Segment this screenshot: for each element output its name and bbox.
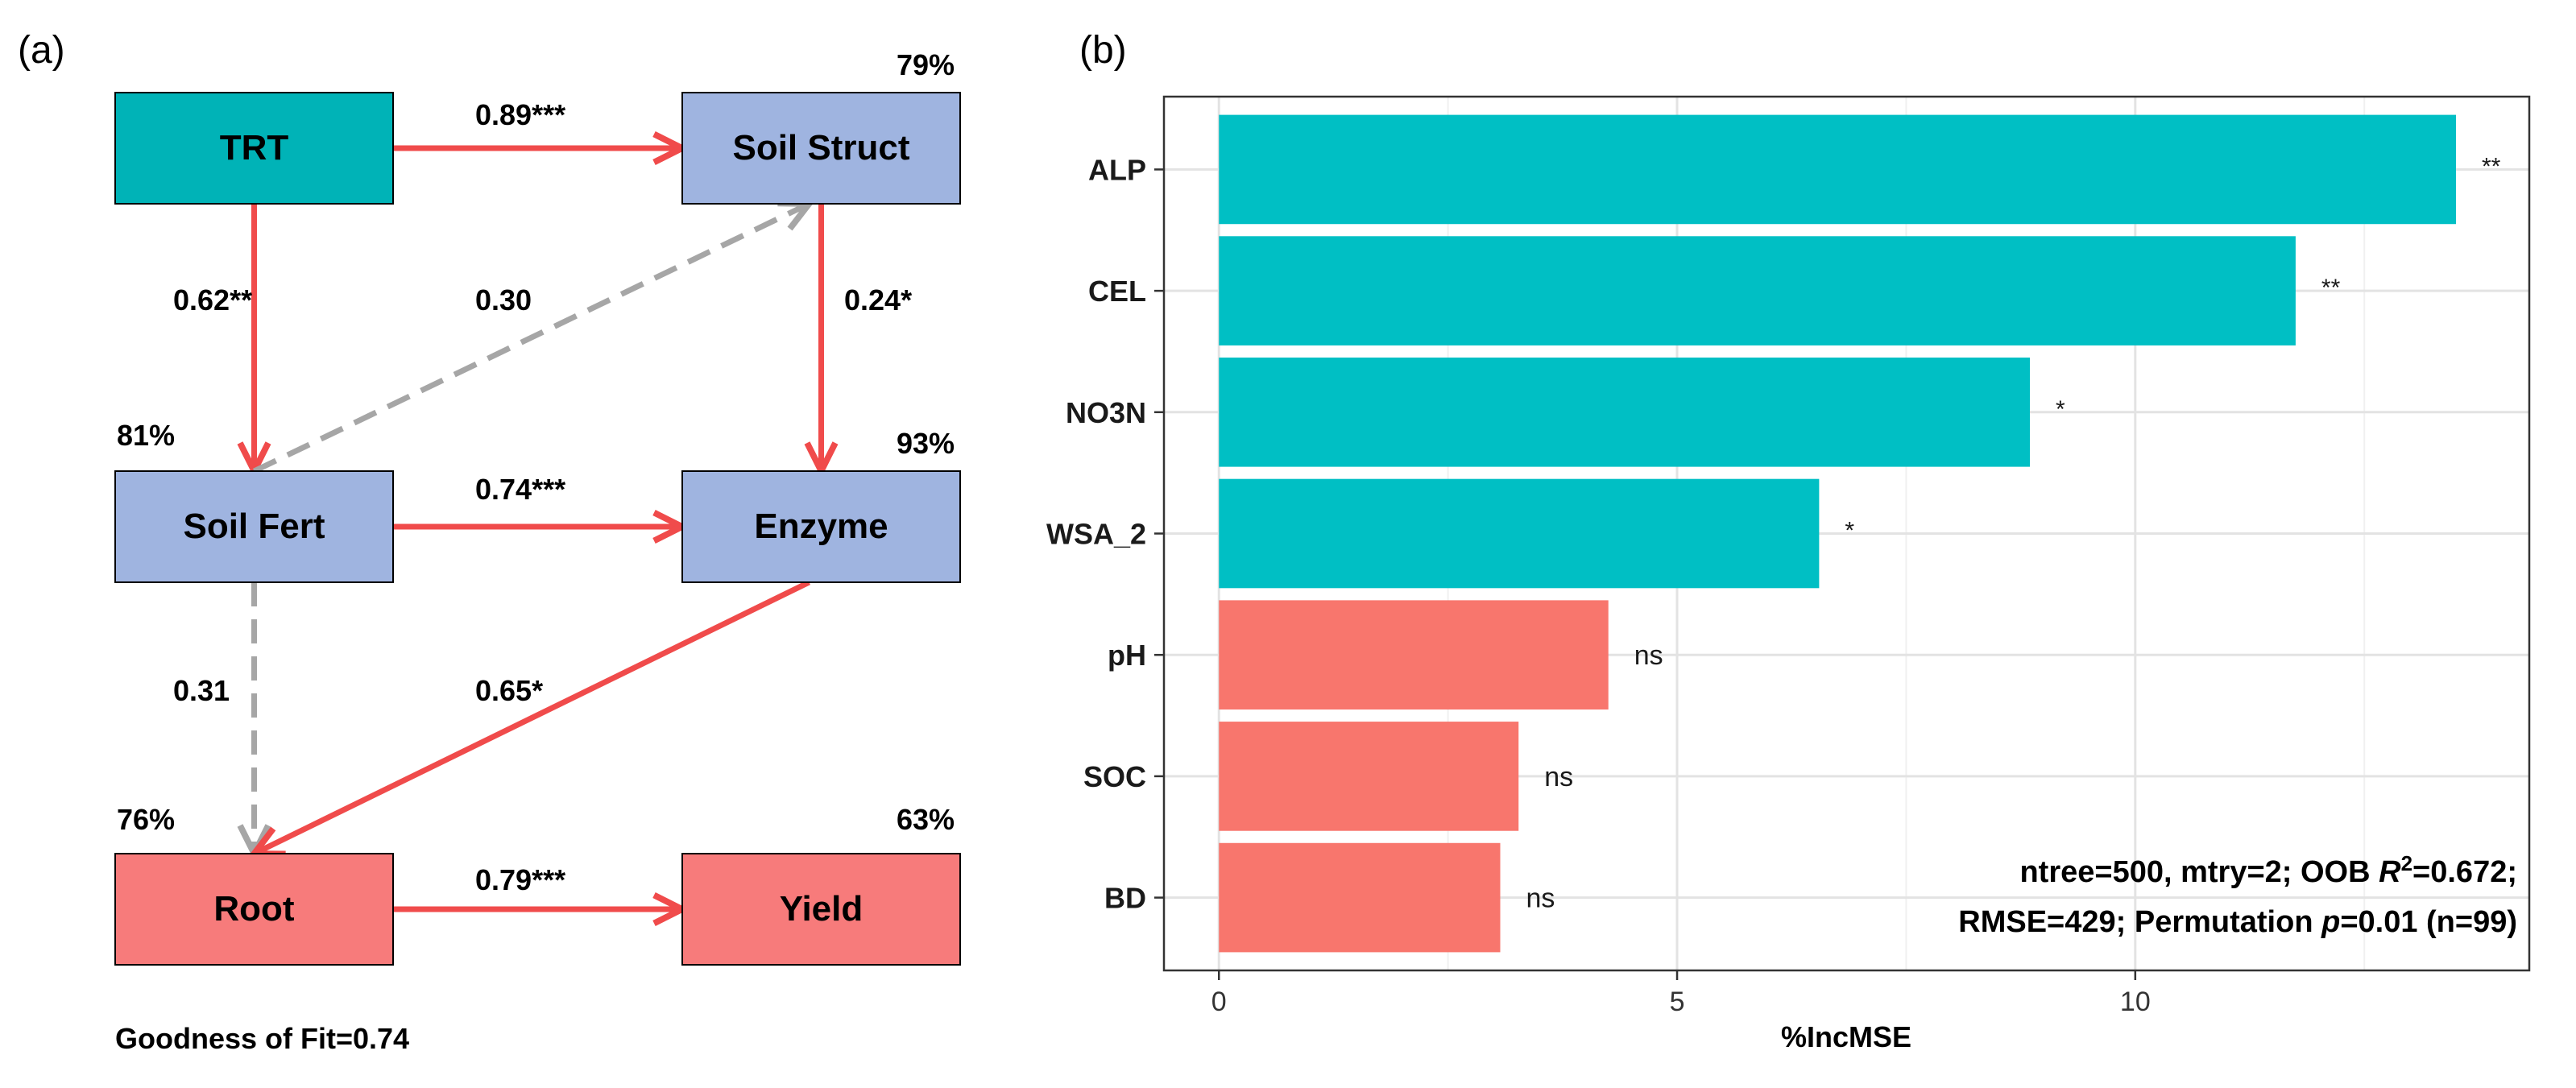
node-trt: TRT [114, 92, 394, 205]
bar-alp [1219, 114, 2456, 225]
significance-bd: ns [1526, 883, 1555, 914]
significance-ph: ns [1634, 640, 1663, 671]
path-diagram: (a) TRT Soil Struct 79% Soil Fert 81% En… [18, 29, 961, 1055]
node-label: Root [213, 889, 295, 929]
model-annotation: ntree=500, mtry=2; OOB R2=0.672; RMSE=42… [1958, 851, 2517, 939]
panel-a-label: (a) [18, 29, 65, 72]
x-tick-label: 0 [1211, 987, 1227, 1017]
bar-soc [1219, 722, 1519, 831]
panel-b-label: (b) [1079, 29, 1127, 72]
bars [1219, 114, 2456, 953]
annotation-line-1: ntree=500, mtry=2; OOB R2=0.672; [2019, 851, 2517, 889]
goodness-of-fit: Goodness of Fit=0.74 [115, 1022, 409, 1055]
node-label: Soil Fert [183, 507, 325, 546]
coef-trt-soil-struct: 0.89*** [475, 98, 565, 131]
node-soil-struct: Soil Struct 79% [681, 48, 961, 205]
y-tick-label: BD [1104, 882, 1146, 915]
coef-trt-soil-fert: 0.62** [173, 283, 252, 316]
significance-alp: ** [2482, 153, 2501, 180]
significance-wsa_2: * [1845, 518, 1854, 544]
y-tick-label: CEL [1088, 275, 1146, 308]
y-tick-label: WSA_2 [1046, 518, 1146, 551]
bar-cel [1219, 236, 2296, 345]
path-arrows [255, 148, 822, 909]
node-r2: 76% [117, 803, 175, 836]
plot-frame [1162, 95, 2531, 972]
node-root: Root 76% [114, 803, 394, 966]
x-axis-label: %IncMSE [1781, 1020, 1911, 1053]
coef-struct-enzyme: 0.24* [844, 283, 912, 316]
coef-fert-root: 0.31 [173, 674, 230, 707]
significance-cel: ** [2321, 275, 2341, 301]
coef-enzyme-root: 0.65* [475, 674, 543, 707]
node-r2: 79% [897, 48, 955, 81]
node-soil-fert: Soil Fert 81% [114, 419, 394, 583]
coef-root-yield: 0.79*** [475, 863, 565, 896]
node-r2: 93% [897, 427, 955, 460]
coef-fert-enzyme: 0.74*** [475, 473, 565, 506]
x-axis-ticks: 0 5 10 [1211, 970, 2151, 1017]
node-yield: Yield 63% [681, 803, 961, 966]
node-label: Yield [780, 889, 863, 929]
path-coefficients: 0.89*** 0.62** 0.30 0.24* 0.74*** 0.31 0… [173, 98, 912, 896]
node-label: Soil Struct [732, 128, 909, 168]
node-r2: 81% [117, 419, 175, 452]
bar-no3n [1219, 357, 2031, 467]
significance-no3n: * [2056, 396, 2065, 423]
coef-soil-fert-struct: 0.30 [475, 283, 532, 316]
bar-bd [1219, 842, 1501, 953]
y-axis-ticks: ALP CEL NO3N WSA_2 pH SOC BD [1046, 153, 1164, 915]
arrow-enzyme-to-root [255, 579, 811, 854]
bar-wsa_2 [1219, 478, 1820, 589]
y-tick-label: SOC [1083, 760, 1146, 793]
x-tick-label: 5 [1670, 987, 1685, 1017]
x-tick-label: 10 [2120, 987, 2151, 1017]
node-label: Enzyme [754, 507, 888, 546]
bar-ph [1219, 600, 1609, 710]
annotation-line-2: RMSE=429; Permutation p=0.01 (n=99) [1958, 905, 2517, 939]
node-label: TRT [220, 128, 289, 168]
significance-soc: ns [1544, 762, 1573, 792]
y-tick-label: NO3N [1066, 396, 1146, 429]
node-enzyme: Enzyme 93% [681, 427, 961, 583]
node-r2: 63% [897, 803, 955, 836]
arrow-soil-fert-to-soil-struct [252, 204, 810, 474]
y-tick-label: pH [1108, 639, 1146, 672]
path-nodes: TRT Soil Struct 79% Soil Fert 81% Enzyme… [114, 48, 961, 966]
y-tick-label: ALP [1088, 153, 1146, 186]
